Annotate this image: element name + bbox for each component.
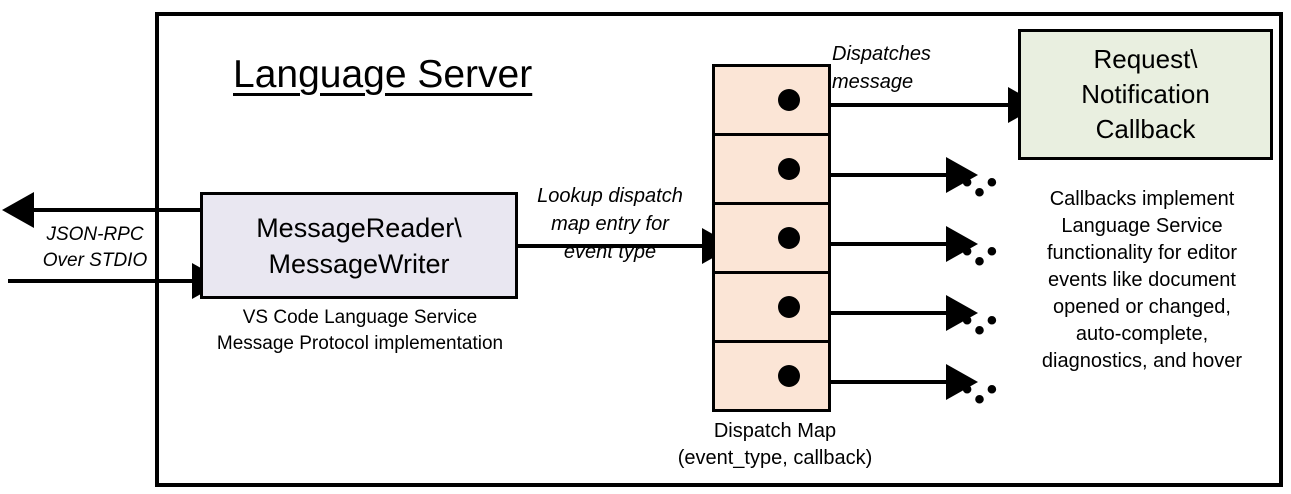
message-reader-writer-box[interactable]: MessageReader\ MessageWriter bbox=[200, 192, 518, 299]
dispatch-map-cell-3[interactable] bbox=[715, 205, 828, 274]
page-title: Language Server bbox=[233, 53, 533, 96]
request-notification-callback-box[interactable]: Request\ Notification Callback bbox=[1018, 29, 1273, 160]
dispatch-map-cell-4[interactable] bbox=[715, 274, 828, 343]
dispatch-map-cell-2[interactable] bbox=[715, 136, 828, 205]
dispatch-map-cell-1[interactable] bbox=[715, 67, 828, 136]
dispatch-map-caption: Dispatch Map (event_type, callback) bbox=[677, 420, 873, 469]
callback-caption: Callbacks implement Language Service fun… bbox=[1041, 188, 1243, 372]
message-reader-writer-caption: VS Code Language Service Message Protoco… bbox=[216, 307, 504, 354]
language-server-container bbox=[155, 12, 1283, 487]
dispatch-entry-dot-icon bbox=[778, 89, 800, 111]
dispatch-row-2-ellipsis: • • • bbox=[961, 166, 1001, 209]
dispatch-map-cell-5[interactable] bbox=[715, 343, 828, 409]
dispatch-entry-dot-icon bbox=[778, 365, 800, 387]
message-reader-writer-label: MessageReader\ MessageWriter bbox=[256, 212, 462, 279]
dispatch-row-5-ellipsis: • • • bbox=[961, 373, 1001, 416]
dispatch-entry-dot-icon bbox=[778, 227, 800, 249]
dispatch-row-3-ellipsis: • • • bbox=[961, 235, 1001, 278]
dispatch-map-table[interactable] bbox=[712, 64, 831, 412]
request-notification-callback-label: Request\ Notification Callback bbox=[1081, 44, 1210, 144]
dispatch-row-4-ellipsis: • • • bbox=[961, 304, 1001, 347]
lookup-dispatch-edge-label: Lookup dispatch map entry for event type bbox=[537, 185, 683, 263]
dispatch-entry-dot-icon bbox=[778, 158, 800, 180]
dispatches-message-edge-label: Dispatches message bbox=[832, 43, 931, 93]
json-rpc-edge-label: JSON-RPC Over STDIO bbox=[42, 224, 148, 271]
dispatch-entry-dot-icon bbox=[778, 296, 800, 318]
